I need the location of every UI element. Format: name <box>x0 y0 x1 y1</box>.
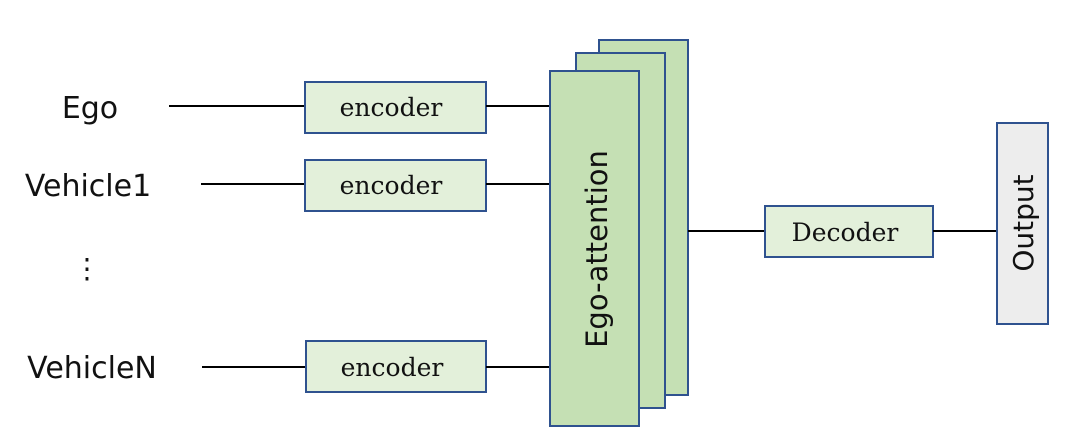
input-label-ego: Ego <box>62 91 118 126</box>
input-label-vehicleN: VehicleN <box>27 351 157 386</box>
encoder-label-vehicleN: encoder <box>341 353 444 382</box>
attention-label: Ego-attention <box>580 150 614 348</box>
encoder-label-vehicle1: encoder <box>340 171 443 200</box>
input-ellipsis: ⋮ <box>73 252 101 285</box>
encoder-box-ego <box>304 81 487 134</box>
output-box <box>996 122 1049 325</box>
encoder-label-ego: encoder <box>340 93 443 122</box>
decoder-label: Decoder <box>792 218 899 247</box>
encoder-box-vehicle1 <box>304 159 487 212</box>
encoder-box-vehicleN <box>305 340 487 393</box>
attention-layer-front <box>549 70 640 427</box>
input-label-vehicle1: Vehicle1 <box>25 169 151 204</box>
output-label: Output <box>1007 174 1040 271</box>
